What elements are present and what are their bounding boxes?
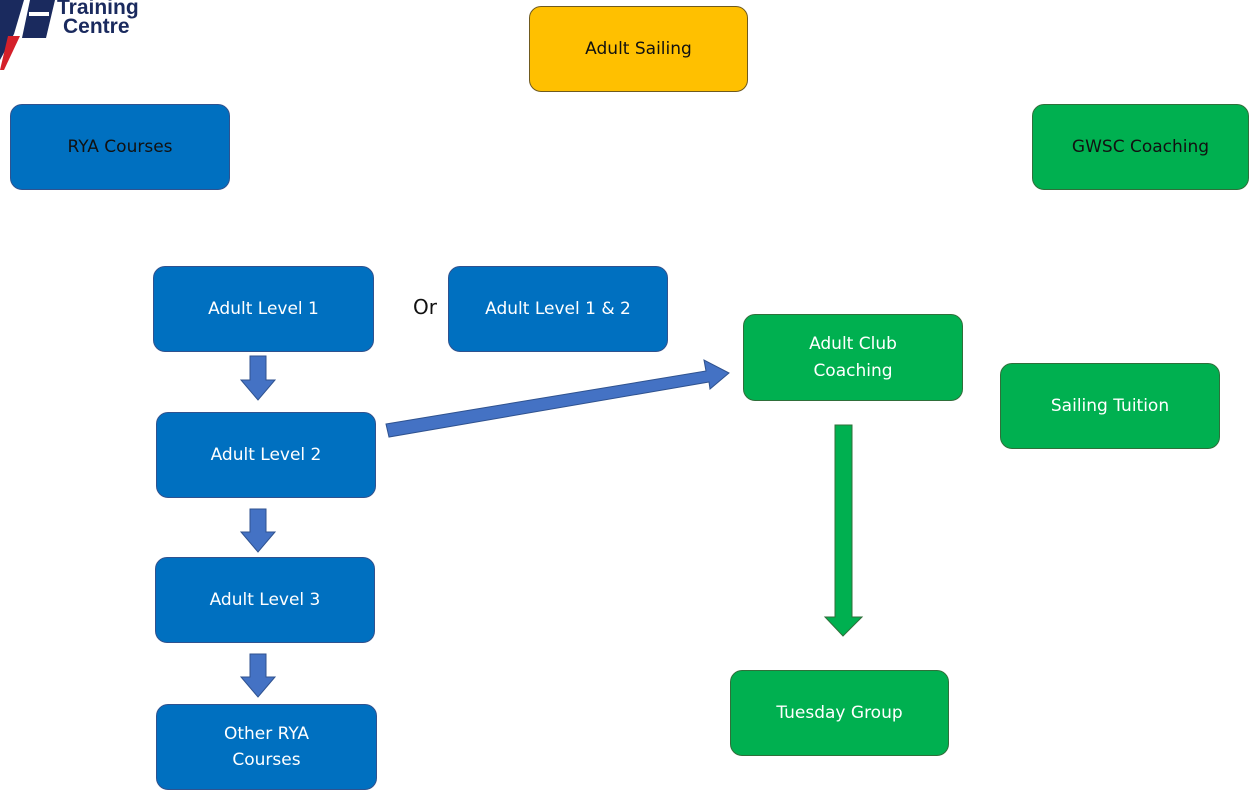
rya-training-centre-logo: Training Centre [0,0,175,70]
arrow-level2-to-level3 [239,508,277,553]
arrow-club-coaching-to-tuesday [823,424,864,637]
adult-level-3-box: Adult Level 3 [155,557,375,643]
adult-level-1-box: Adult Level 1 [153,266,374,352]
rya-courses-box: RYA Courses [10,104,230,190]
gwsc-coaching-box: GWSC Coaching [1032,104,1249,190]
adult-level-1-and-2-box: Adult Level 1 & 2 [448,266,668,352]
rya-logo-mark-icon [0,0,55,70]
tuesday-group-box: Tuesday Group [730,670,949,756]
adult-level-2-box: Adult Level 2 [156,412,376,498]
or-label: Or [413,295,437,319]
arrow-level1-to-level2 [239,355,277,401]
adult-club-coaching-box: Adult Club Coaching [743,314,963,401]
arrow-level3-to-other [239,653,277,698]
logo-text-centre: Centre [63,15,130,38]
adult-sailing-header-box: Adult Sailing [529,6,748,92]
arrow-level2-to-club-coaching [385,359,730,438]
logo-text-training: Training [57,0,139,19]
sailing-tuition-box: Sailing Tuition [1000,363,1220,449]
